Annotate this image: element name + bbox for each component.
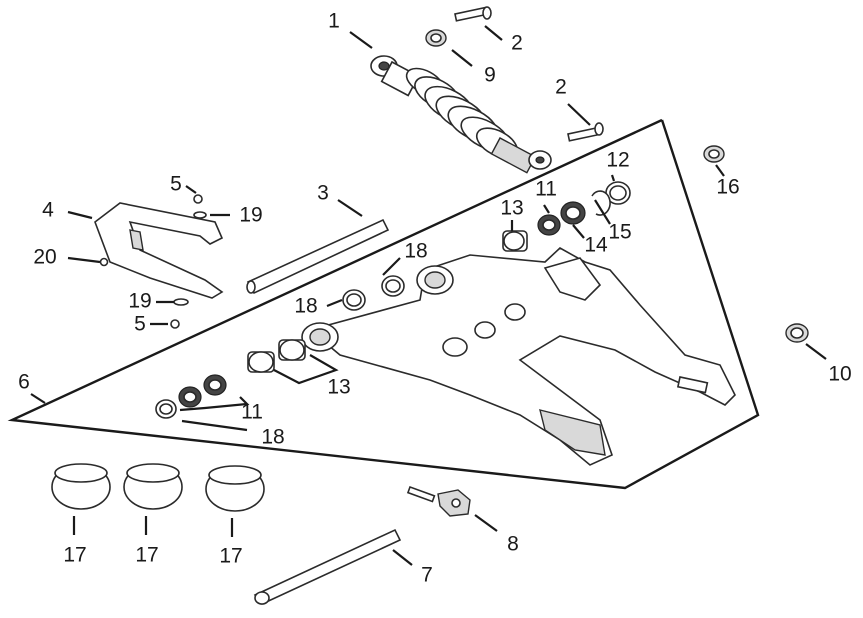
callout-18-middle: 18 — [294, 295, 317, 318]
bushing-part — [425, 29, 447, 47]
oil-seal-part — [560, 201, 586, 225]
callout-15: 15 — [608, 221, 631, 244]
sleeve-lower-a-part — [247, 351, 275, 373]
cap-17c-part — [205, 465, 265, 512]
callout-7: 7 — [421, 564, 433, 587]
callout-labels: 1 2 2 9 3 4 5 5 19 19 20 6 7 8 10 11 11 … — [18, 10, 852, 587]
washer-19b-part — [173, 298, 189, 306]
sleeve-lower-b-part — [278, 339, 306, 361]
callout-4: 4 — [42, 199, 54, 222]
chain-guard-part — [94, 202, 224, 299]
callout-20: 20 — [33, 246, 56, 269]
callout-18-upper: 18 — [404, 240, 427, 263]
callout-2-upper: 2 — [511, 32, 523, 55]
callout-9: 9 — [484, 64, 496, 87]
callout-5-lower: 5 — [134, 313, 146, 336]
callout-1: 1 — [328, 10, 340, 33]
callout-16: 16 — [716, 176, 739, 199]
callout-19-upper: 19 — [239, 204, 262, 227]
screw-5a-part — [193, 194, 203, 204]
cap-17a-part — [51, 463, 111, 510]
callout-11-lower: 11 — [241, 401, 263, 424]
callout-14: 14 — [584, 234, 608, 257]
callout-10: 10 — [828, 363, 851, 386]
shock-absorber-part — [370, 55, 552, 174]
callout-5-upper: 5 — [170, 173, 182, 196]
bolt-lower-part — [567, 122, 604, 142]
washer-19a-part — [193, 211, 207, 219]
bearing-lower-a-part — [178, 386, 202, 408]
callout-12: 12 — [606, 149, 629, 172]
leader-lines — [30, 25, 827, 566]
cap-17b-part — [123, 463, 183, 510]
screw-20-part — [99, 257, 109, 267]
screw-5b-part — [170, 319, 180, 329]
bolt-upper-part — [454, 6, 492, 22]
spacer-ring-upper-part — [381, 275, 405, 297]
circlip-part — [591, 190, 611, 216]
nut-16-part — [703, 145, 725, 163]
axle-part — [253, 528, 402, 605]
callout-3: 3 — [317, 182, 329, 205]
nut-10-part — [785, 323, 809, 343]
callout-13-lower: 13 — [327, 376, 350, 399]
spacer-ring-mid-part — [342, 289, 366, 311]
bearing-upper-part — [537, 214, 561, 236]
sleeve-upper-part — [502, 230, 528, 252]
callout-18-lower: 18 — [261, 426, 284, 449]
callout-11-upper: 11 — [535, 178, 557, 201]
callout-8: 8 — [507, 533, 519, 556]
callout-13-upper: 13 — [500, 197, 523, 220]
swingarm-group-frame — [7, 118, 760, 490]
callout-6: 6 — [18, 371, 30, 394]
swingarm-part — [301, 247, 736, 466]
pivot-shaft-part — [246, 218, 390, 295]
callout-2-lower: 2 — [555, 76, 567, 99]
callout-17-right: 17 — [219, 545, 242, 568]
callout-17-left: 17 — [63, 544, 86, 567]
chain-adjuster-part — [406, 485, 471, 517]
callout-17-middle: 17 — [135, 544, 158, 567]
bearing-lower-b-part — [203, 374, 227, 396]
callout-19-lower: 19 — [128, 290, 151, 313]
spacer-ring-lower-part — [155, 399, 177, 419]
